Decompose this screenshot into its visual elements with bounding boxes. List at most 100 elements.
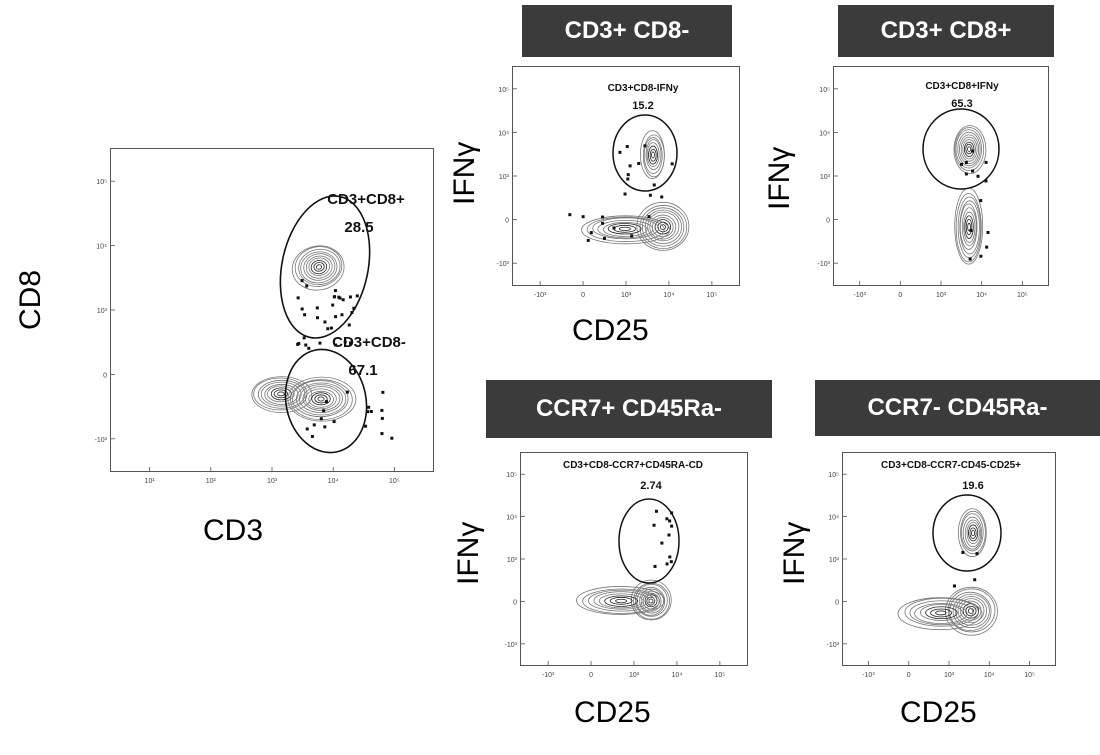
p1-pop-contour: [592, 217, 660, 240]
p2-event-dot: [971, 149, 975, 153]
p1-pop-contour: [641, 207, 685, 247]
main-y-tick-label: 10³: [97, 308, 108, 315]
p1-event-dot: [652, 183, 656, 187]
main-pop-cd8pos-contour: [310, 260, 328, 275]
p3-x-tick-label: -10³: [542, 672, 555, 679]
p3-event-dot: [653, 564, 657, 568]
main-event-dot: [343, 340, 347, 344]
p1-gate-label: CD3+CD8-IFNy: [608, 83, 679, 94]
p4-y-tick-label: 10³: [829, 557, 840, 564]
p1-x-tick-label: 10⁴: [664, 292, 675, 299]
main-pop-cd8pos-contour: [294, 246, 343, 287]
main-pop-cd8pos-contour: [313, 261, 325, 272]
p1-event-dot: [648, 193, 652, 197]
p1-event-dot: [568, 213, 572, 217]
p3-event-dot: [665, 562, 669, 566]
p3-pop-contour: [588, 589, 655, 612]
p1-event-dot: [643, 144, 647, 148]
main-event-dot: [315, 316, 319, 320]
p4-y-tick-label: 0: [835, 599, 839, 606]
p4-pop-contour: [966, 521, 980, 545]
p3-pop-contour: [593, 591, 650, 610]
p2-x-tick-label: 0: [898, 292, 902, 299]
p3-pop-contour: [644, 594, 658, 608]
p1-event-dot: [670, 162, 674, 166]
main-event-dot: [333, 295, 337, 299]
p2-y-tick-label: 0: [826, 218, 830, 225]
main-event-dot: [315, 306, 319, 310]
main-event-dot: [334, 315, 338, 319]
p4-pop-contour: [957, 508, 987, 558]
p2-pop-contour: [959, 203, 978, 250]
p2-gate-value: 65.3: [951, 98, 972, 110]
p1-event-dot: [581, 215, 585, 219]
p1-gate: [612, 114, 678, 192]
main-y-tick-label: 10⁴: [96, 244, 107, 251]
header-ccr7-neg-cd45ra-neg: CCR7- CD45Ra-: [815, 380, 1100, 436]
p1-y-tick-label: 10⁵: [498, 87, 509, 94]
p2-pop-contour: [961, 207, 977, 247]
p1-event-dot: [601, 221, 605, 225]
p1-event-dot: [660, 195, 664, 199]
p4-pop-contour: [960, 510, 986, 555]
main-event-dot: [345, 390, 349, 394]
main-event-dot: [322, 409, 326, 413]
p1-y-tick-label: 10⁴: [498, 130, 509, 137]
p1-pop-contour: [648, 145, 658, 165]
main-event-dot: [331, 303, 335, 307]
p3-event-dot: [652, 523, 656, 527]
p1-event-dot: [625, 145, 629, 149]
p4-pop-contour: [955, 596, 988, 626]
main-pop-cd8neg-contour: [287, 376, 357, 422]
main-event-dot: [300, 279, 304, 283]
p4-pop-contour: [968, 524, 979, 542]
p4-pop-contour: [919, 604, 963, 621]
p4-gate: [932, 494, 1002, 572]
p2-pop-contour: [960, 136, 978, 162]
p4-x-tick-label: 0: [907, 672, 911, 679]
p1-pop-contour: [645, 139, 662, 171]
p1-pop-contour: [613, 224, 637, 233]
p4-event-dot: [952, 584, 956, 588]
p2-pop-contour: [959, 200, 980, 255]
main-y-tick-label: 10⁵: [96, 179, 107, 186]
p2-event-dot: [984, 179, 988, 183]
p1-event-dot: [589, 231, 593, 235]
p3-pop-contour: [640, 590, 662, 612]
main-pop-left-contour: [267, 385, 295, 403]
p3-pop-contour: [598, 593, 644, 609]
main-event-dot: [355, 294, 359, 298]
p1-event-dot: [626, 173, 630, 177]
p3-y-tick-label: 10⁴: [506, 515, 517, 522]
main-event-dot: [304, 343, 308, 347]
p2-event-dot: [976, 174, 980, 178]
p3-event-dot: [668, 519, 672, 523]
p3-y-tick-label: 10⁵: [506, 472, 517, 479]
p4-x-tick-label: 10⁴: [984, 672, 995, 679]
p2-event-dot: [960, 162, 964, 166]
p2-pop-contour: [963, 211, 976, 243]
p1-pop-contour: [659, 224, 666, 230]
p1-x-tick-label: 10³: [621, 292, 632, 299]
p3-event-dot: [667, 533, 671, 537]
p2-x-tick-label: 10⁴: [976, 292, 987, 299]
p2-pop-contour: [954, 127, 985, 172]
main-pop-cd8neg-contour: [302, 386, 341, 411]
p2-pop-contour: [955, 193, 982, 263]
p2-gate-label: CD3+CD8+IFNy: [925, 81, 999, 92]
main-pop-left-contour: [251, 376, 313, 414]
main-pop-cd8pos-contour: [300, 251, 338, 284]
p2-y-tick-label: 10⁵: [819, 87, 830, 94]
p4-pop-contour: [909, 600, 974, 626]
p1-pop-contour: [586, 216, 665, 242]
main-event-dot: [334, 343, 338, 347]
main-pop-cd8neg-contour: [305, 388, 337, 410]
p1-pop-contour: [602, 221, 648, 237]
main-gate-value-cd8neg: 67.1: [348, 362, 377, 379]
p2-event-dot: [985, 245, 989, 249]
p4-pop-contour: [935, 610, 947, 616]
main-pop-cd8neg-contour: [290, 379, 353, 421]
main-event-dot: [323, 320, 327, 324]
